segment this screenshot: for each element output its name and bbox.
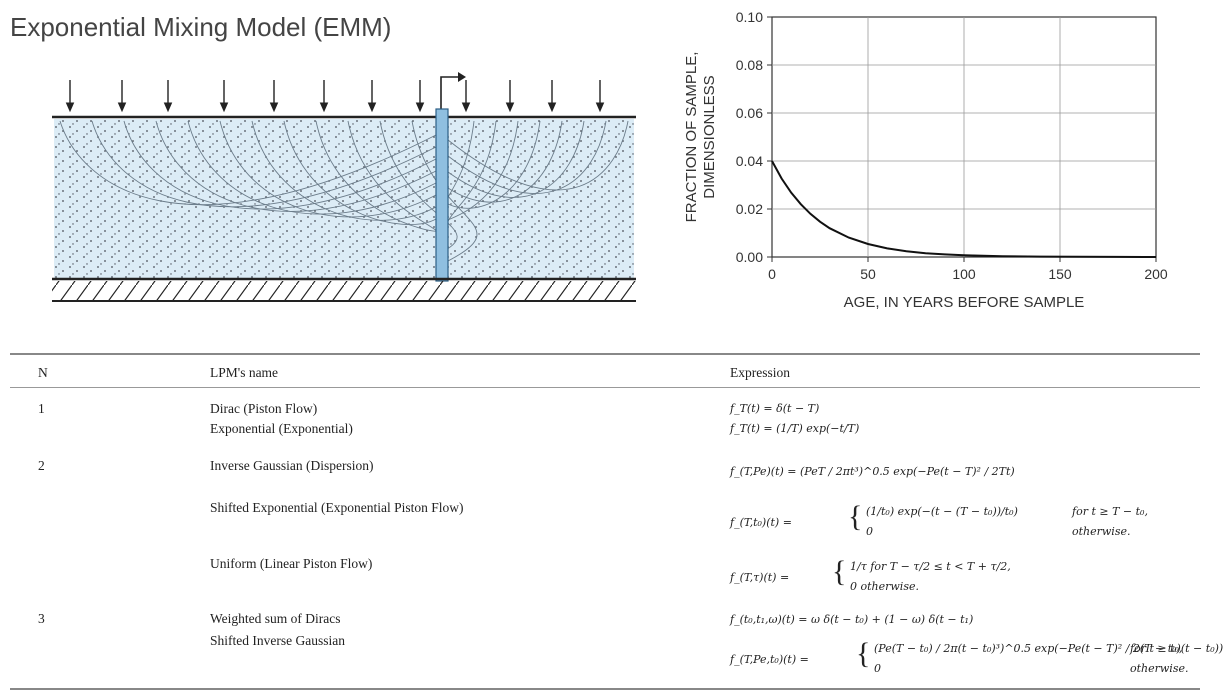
y-tick-label: 0.06 (736, 105, 763, 121)
row-expression-case: 1/τ for T − τ/2 ≤ t < T + τ/2, (850, 560, 1011, 573)
flow-line (251, 120, 437, 221)
recharge-arrowhead (415, 102, 425, 113)
row-n: 3 (38, 611, 45, 626)
flow-line (447, 120, 607, 194)
row-n: 1 (38, 401, 45, 416)
flow-line (447, 120, 629, 191)
figure-title: Exponential Mixing Model (EMM) (10, 12, 392, 42)
recharge-arrowhead (505, 102, 515, 113)
row-n: 2 (38, 458, 45, 473)
row-expression-condition: otherwise. (1130, 662, 1189, 675)
row-expression-condition: for t ≥ T − t₀, (1072, 505, 1148, 518)
y-tick-label: 0.10 (736, 9, 763, 25)
row-expression-condition: for t ≥ t₀, (1130, 642, 1183, 655)
row-name: Shifted Inverse Gaussian (210, 633, 345, 648)
recharge-arrowhead (117, 102, 127, 113)
row-expression-lhs: f_(T,t₀)(t) = (730, 516, 792, 529)
row-expression-case: (1/t₀) exp(−(t − (T − t₀))/t₀) (866, 505, 1018, 518)
flow-line (411, 120, 478, 268)
flow-line (283, 120, 437, 225)
well-outlet-arrow (440, 76, 458, 109)
aquifer-diagram (52, 72, 636, 302)
y-tick-label: 0.00 (736, 249, 763, 265)
well (435, 108, 449, 282)
recharge-arrowhead (547, 102, 557, 113)
row-name: Uniform (Linear Piston Flow) (210, 556, 373, 571)
y-tick-label: 0.02 (736, 201, 763, 217)
row-expression-case: 0 (866, 525, 873, 538)
series-line (771, 160, 1157, 258)
flow-line (187, 120, 437, 215)
header-expression: Expression (730, 365, 790, 380)
x-tick-label: 50 (860, 266, 876, 282)
row-expression-lhs: f_(T,τ)(t) = (730, 571, 790, 584)
age-distribution-chart: 0 50 100 150 200 0.00 0.02 0.04 0.06 0.08 0.10AGE,… (683, 9, 1168, 311)
x-tick-label: 150 (1048, 266, 1072, 282)
row-name: Weighted sum of Diracs (210, 611, 341, 626)
x-tick-label: 200 (1144, 266, 1168, 282)
row-expression-case: 0 otherwise. (850, 580, 919, 593)
row-name: Dirac (Piston Flow) (210, 401, 318, 416)
y-tick-label: 0.08 (736, 57, 763, 73)
recharge-arrowhead (219, 102, 229, 113)
flow-line (447, 120, 585, 198)
row-name: Exponential (Exponential) (210, 421, 353, 436)
row-expression-case: (Pe(T − t₀) / 2π(t − t₀)³)^0.5 exp(−Pe(t… (874, 642, 1223, 655)
row-name: Shifted Exponential (Exponential Piston … (210, 500, 464, 515)
row-expression: f_T(t) = (1/T) exp(−t/T) (730, 422, 860, 435)
y-tick-label: 0.04 (736, 153, 763, 169)
header-name: LPM's name (210, 365, 279, 380)
row-expression: f_(T,Pe)(t) = (PeT / 2πt³)^0.5 exp(−Pe(t… (730, 465, 1015, 478)
recharge-arrows (65, 80, 605, 113)
y-axis-label-line2: DIMENSIONLESS (701, 75, 718, 198)
row-expression: f_(t₀,t₁,ω)(t) = ω δ(t − t₀) + (1 − ω) δ… (730, 613, 974, 626)
row-expression-condition: otherwise. (1072, 525, 1131, 538)
flow-line (447, 120, 519, 221)
row-name: Inverse Gaussian (Dispersion) (210, 458, 374, 473)
flow-line (447, 120, 541, 209)
x-tick-label: 100 (952, 266, 976, 282)
flow-line (219, 120, 437, 218)
recharge-arrowhead (269, 102, 279, 113)
recharge-arrowhead (595, 102, 605, 113)
impermeable-base (52, 281, 636, 301)
recharge-arrowhead (65, 102, 75, 113)
flow-line (155, 120, 437, 212)
row-expression-case: 0 (874, 662, 881, 675)
x-tick-label: 0 (768, 266, 776, 282)
row-expression: f_T(t) = δ(t − T) (730, 402, 820, 415)
recharge-arrowhead (367, 102, 377, 113)
y-axis-label-line1: FRACTION OF SAMPLE, (683, 52, 700, 223)
flow-line (59, 120, 437, 206)
flow-line (447, 120, 563, 203)
x-axis-label: AGE, IN YEARS BEFORE SAMPLE (844, 294, 1085, 311)
header-n: N (38, 365, 48, 380)
recharge-arrowhead (461, 102, 471, 113)
row-expression-lhs: f_(T,Pe,t₀)(t) = (730, 653, 809, 666)
recharge-arrowhead (319, 102, 329, 113)
flow-line (123, 120, 437, 210)
recharge-arrowhead (163, 102, 173, 113)
flow-line (315, 120, 437, 232)
flow-line (91, 120, 437, 208)
